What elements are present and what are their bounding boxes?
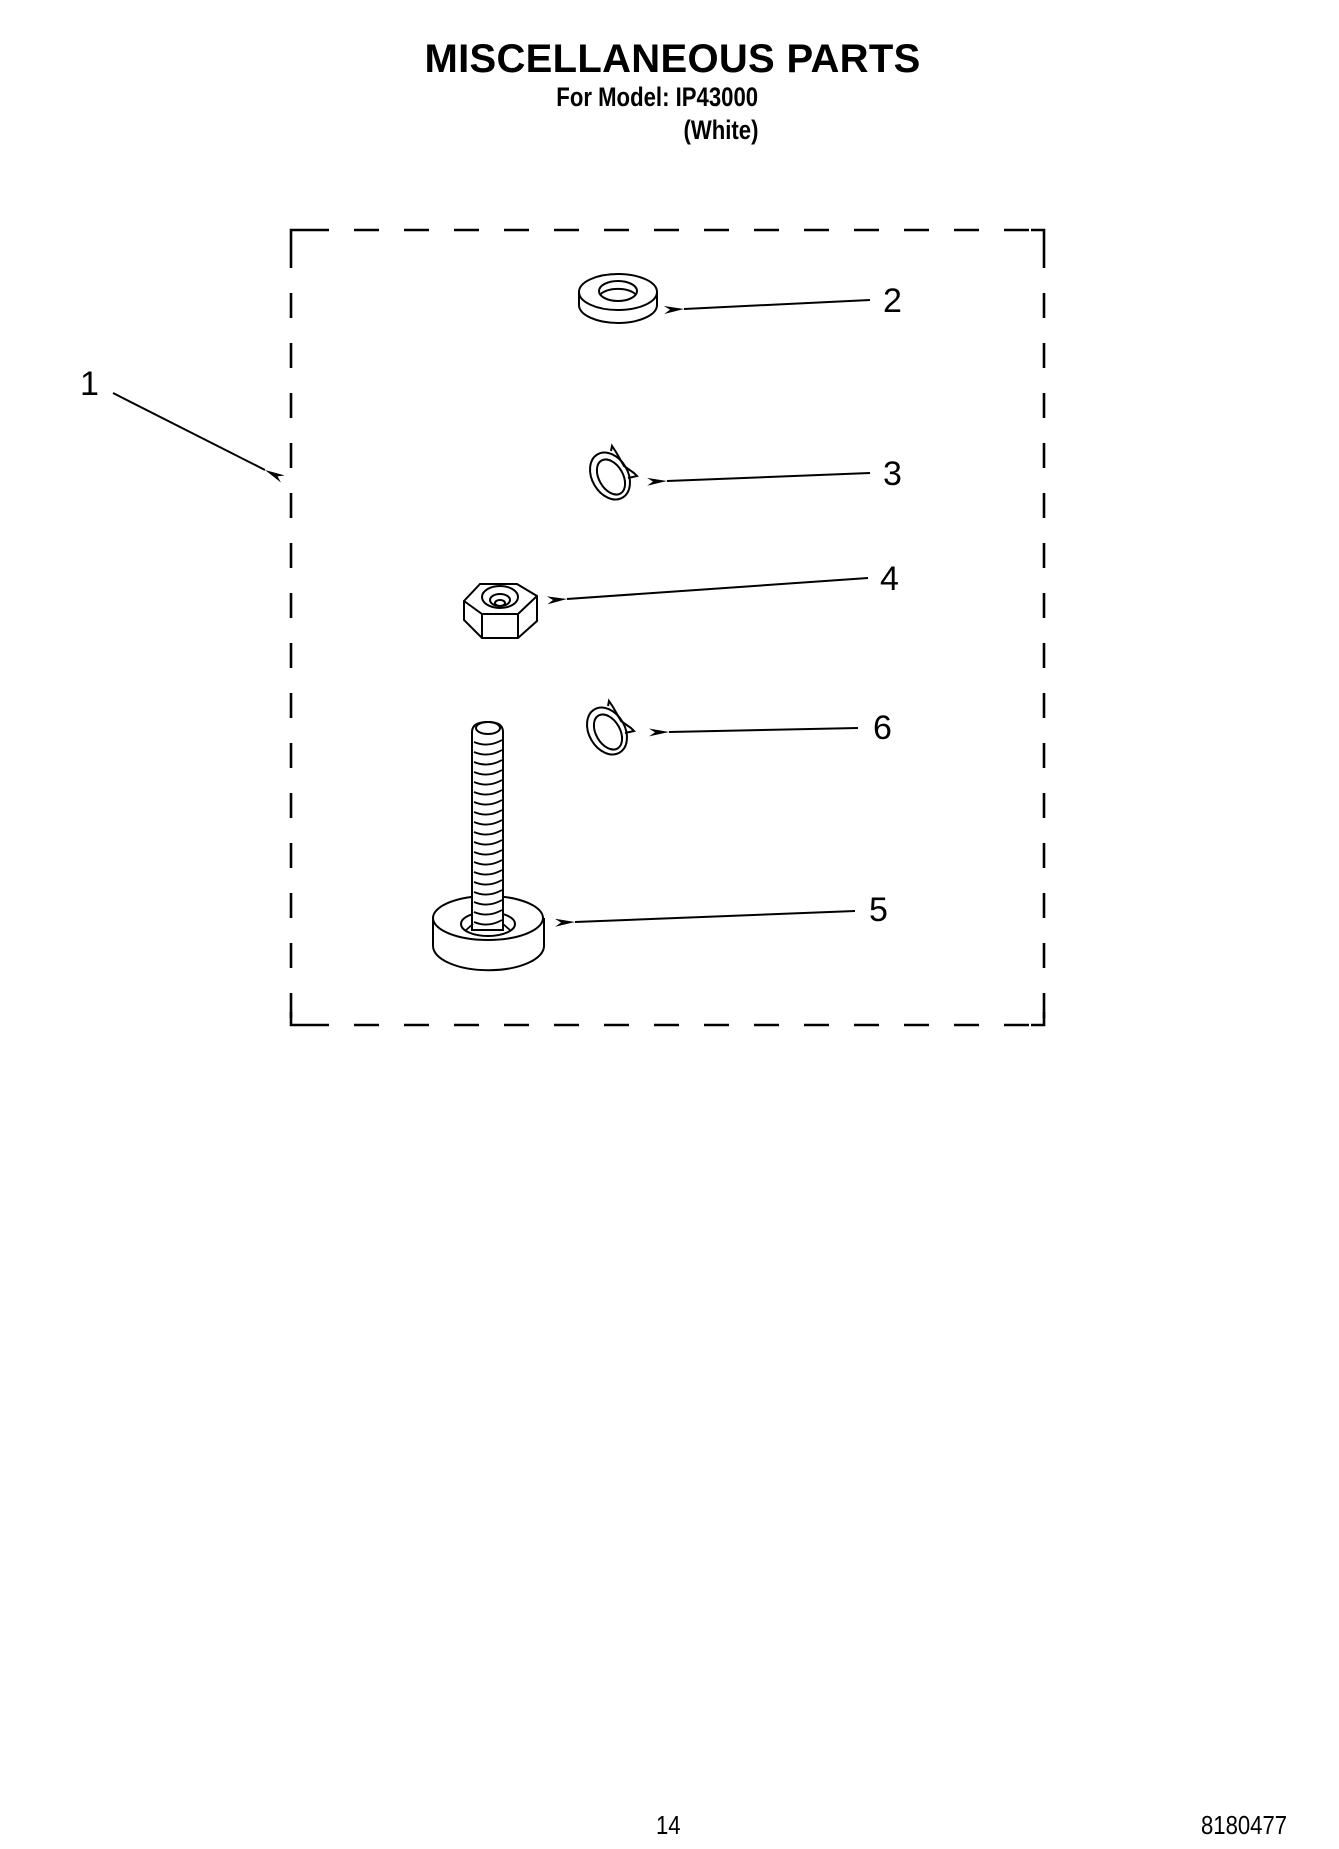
callout-5: 5 <box>869 891 888 929</box>
callout-6: 6 <box>873 709 892 747</box>
page-number: 14 <box>656 1810 681 1840</box>
hex-nut-icon <box>463 583 538 639</box>
document-number: 8180477 <box>1201 1810 1288 1840</box>
washer-icon <box>578 273 658 324</box>
leader-line-4 <box>546 577 869 605</box>
callout-4: 4 <box>880 560 899 598</box>
callout-1: 1 <box>80 365 99 403</box>
leader-line-3 <box>646 472 871 486</box>
leader-line-5 <box>554 910 856 927</box>
page-title: MISCELLANEOUS PARTS <box>424 37 921 81</box>
leader-line-2 <box>663 299 871 314</box>
group-box <box>289 228 1046 1027</box>
retaining-clip-icon <box>589 443 639 501</box>
callout-3: 3 <box>883 455 902 493</box>
retaining-clip-icon <box>586 698 636 756</box>
model-line: For Model: IP43000 <box>556 82 758 112</box>
leader-line-6 <box>648 727 859 737</box>
leader-line-1 <box>112 392 285 483</box>
leveling-foot-bolt-icon <box>432 720 545 972</box>
callout-2: 2 <box>883 282 902 320</box>
color-line: (White) <box>682 115 758 145</box>
